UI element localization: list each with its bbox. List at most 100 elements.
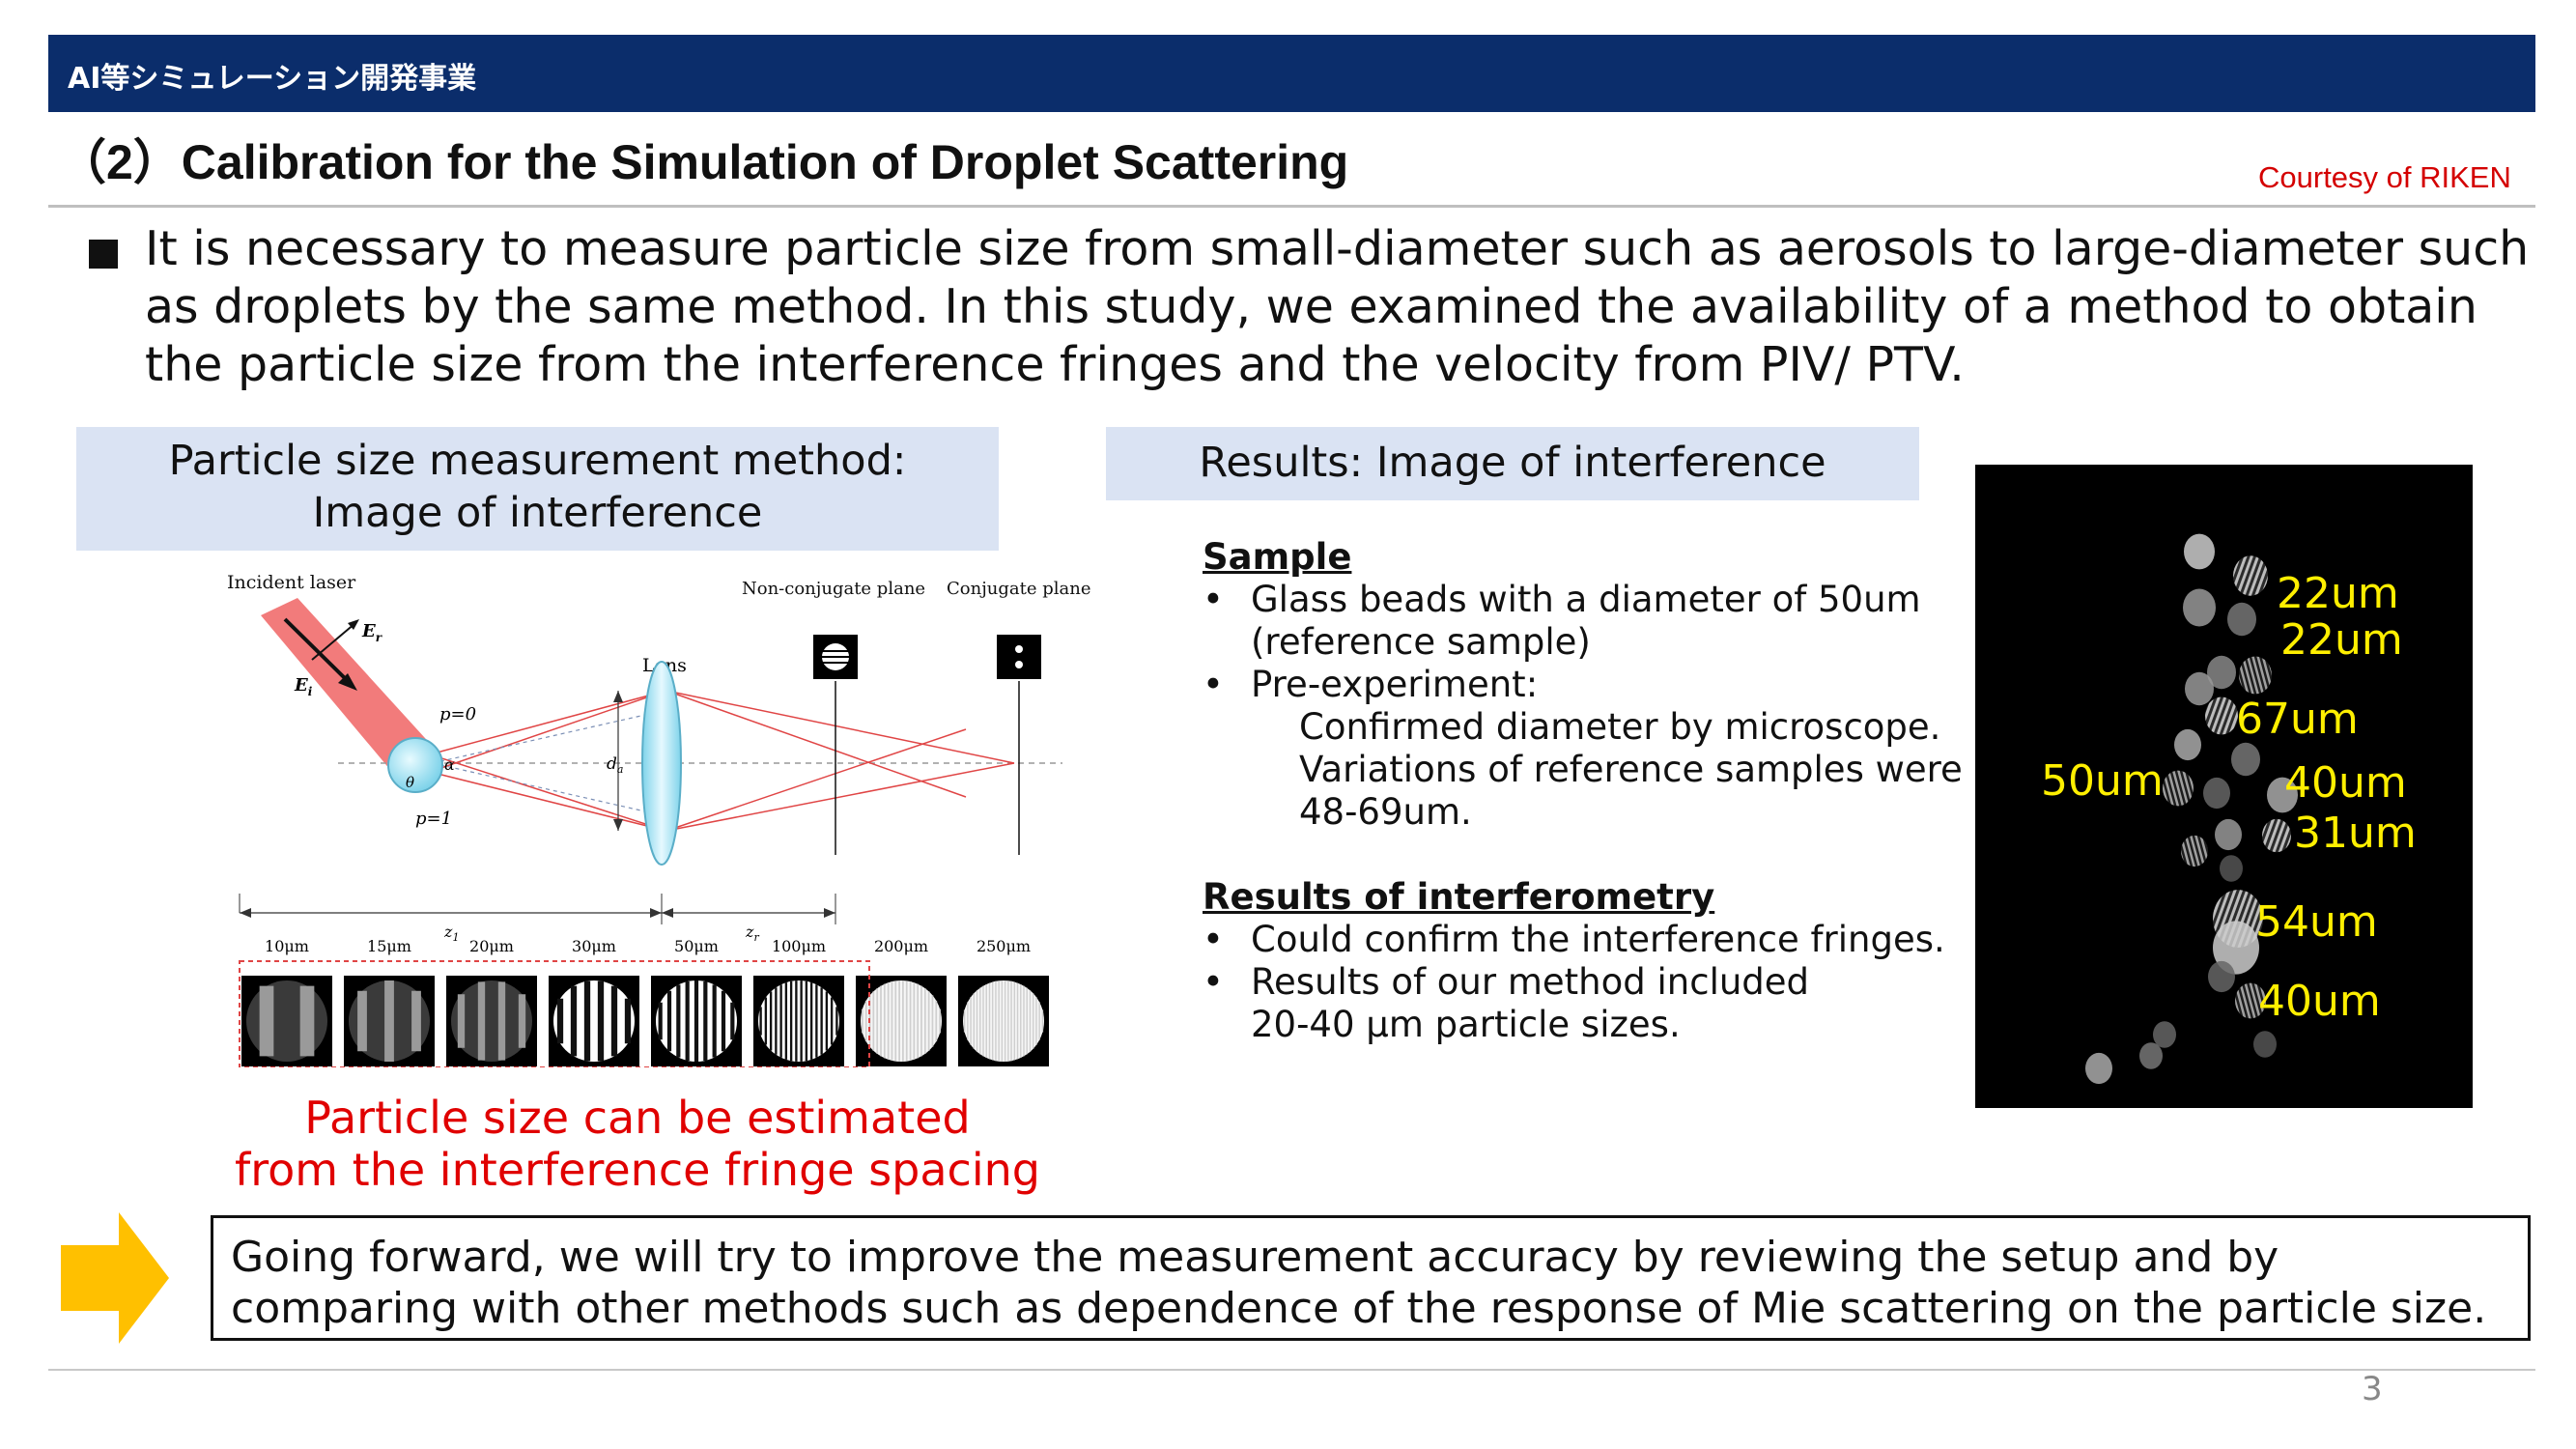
particle	[2208, 960, 2235, 993]
particle	[2203, 777, 2230, 810]
fringe-size-label: 10μm	[265, 937, 309, 955]
particle	[2085, 1052, 2112, 1085]
highlight-box	[239, 960, 870, 1067]
note-line2: from the interference fringe spacing	[235, 1144, 1040, 1196]
conjugate-label: Conjugate plane	[947, 579, 1091, 599]
z1-label: z1	[443, 923, 459, 944]
fringe-size-label: 250μm	[977, 937, 1031, 955]
title-divider	[48, 205, 2535, 208]
particle-images	[2085, 533, 2298, 1085]
project-label: AI等シミュレーション開発事業	[68, 62, 477, 96]
particle	[2139, 1042, 2163, 1069]
theta-label: θ	[406, 774, 414, 791]
sample-item-2-title: Pre-experiment:	[1251, 664, 1539, 705]
particle	[2181, 835, 2208, 867]
bullet-square-icon	[89, 240, 118, 269]
fringe-disc	[451, 980, 532, 1062]
size-label: 40um	[2284, 758, 2407, 808]
e-i-label: Ei	[294, 675, 313, 698]
alpha-label: α	[444, 755, 455, 774]
particle	[2262, 818, 2291, 853]
fringe-spacing-note: Particle size can be estimated from the …	[198, 1092, 1077, 1196]
particle	[2184, 533, 2215, 570]
non-conjugate-label: Non-conjugate plane	[742, 579, 925, 599]
droplet	[387, 737, 443, 793]
method-header: Particle size measurement method: Image …	[76, 427, 999, 551]
particle	[2215, 818, 2242, 851]
fringe-size-label: 200μm	[874, 937, 928, 955]
conclusion-box: Going forward, we will try to improve th…	[211, 1215, 2531, 1341]
fringe-stripes	[556, 980, 632, 1062]
size-label: 40um	[2258, 977, 2381, 1026]
method-header-line1: Particle size measurement method:	[168, 437, 907, 485]
fringe-stripes	[457, 981, 526, 1061]
p1-label: p=1	[415, 809, 452, 829]
interf-item-2: Results of our method included 20-40 μm …	[1203, 961, 2014, 1046]
note-line1: Particle size can be estimated	[304, 1092, 971, 1144]
sample-item-1: Glass beads with a diameter of 50um (ref…	[1203, 579, 2014, 664]
lens	[641, 661, 682, 866]
fringe-stripes	[357, 980, 421, 1062]
size-label: 67um	[2236, 695, 2359, 744]
particle	[2205, 696, 2238, 735]
p0-label: p=0	[439, 704, 476, 724]
fringe-size-label: 50μm	[674, 937, 719, 955]
particle	[2163, 770, 2194, 807]
fringe-disc	[758, 980, 839, 1062]
particle	[2267, 777, 2298, 813]
particle	[2253, 1031, 2277, 1058]
fringe-stripes	[862, 980, 941, 1062]
interferometry-heading: Results of interferometry	[1203, 876, 1715, 918]
particle	[2235, 982, 2266, 1019]
sample-item-1-line1: Glass beads with a diameter of 50um	[1251, 579, 1921, 620]
da-label: da	[607, 754, 623, 776]
method-header-line2: Image of interference	[312, 489, 763, 537]
scattered-rays	[429, 690, 1015, 832]
sample-item-2-line2: Variations of reference samples were	[1299, 749, 1963, 790]
particle	[2227, 602, 2256, 637]
fringe-disc	[553, 980, 635, 1062]
fringe-stripes	[658, 980, 735, 1062]
results-text: Sample Glass beads with a diameter of 50…	[1203, 536, 2014, 1046]
page-title: （2）Calibration for the Simulation of Dro…	[58, 135, 1349, 189]
particle	[2231, 742, 2260, 777]
interf-item-2-line2: 20-40 μm particle sizes.	[1251, 1004, 1681, 1045]
header-bar: AI等シミュレーション開発事業	[48, 35, 2535, 112]
particle	[2233, 555, 2268, 596]
page-number: 3	[2362, 1370, 2383, 1408]
e-r-label: Er	[361, 621, 383, 644]
glare-points-icon	[997, 635, 1041, 679]
interf-item-2-line1: Results of our method included	[1251, 961, 1810, 1003]
particle	[2207, 655, 2236, 690]
particle	[2174, 728, 2201, 761]
optical-setup-diagram: Incident laser Non-conjugate plane Conju…	[227, 572, 1091, 1067]
particle	[2239, 656, 2272, 695]
sample-heading: Sample	[1203, 536, 1352, 578]
size-label: 22um	[2277, 569, 2399, 618]
fringe-disc	[246, 980, 327, 1062]
sample-item-2-line1: Confirmed diameter by microscope.	[1299, 706, 1941, 748]
beam-axis-arrow	[283, 617, 350, 683]
fringe-size-label: 30μm	[572, 937, 616, 955]
fringe-size-label: 15μm	[367, 937, 411, 955]
sample-item-2-line3: 48-69um.	[1299, 791, 1472, 833]
sample-item-1-line2: (reference sample)	[1251, 621, 1591, 663]
size-label: 50um	[2041, 756, 2164, 806]
fringe-stripes	[759, 980, 838, 1062]
arrow-right-icon	[61, 1212, 169, 1344]
courtesy-label: Courtesy of RIKEN	[2258, 160, 2511, 194]
fringe-stripes	[259, 985, 315, 1057]
particle	[2213, 921, 2259, 975]
fringe-size-label: 100μm	[772, 937, 826, 955]
interf-item-1: Could confirm the interference fringes.	[1203, 919, 2014, 961]
sample-item-2: Pre-experiment:	[1203, 664, 2014, 706]
particle	[2220, 855, 2243, 882]
particle	[2153, 1021, 2176, 1048]
size-label: 31um	[2294, 809, 2417, 858]
particle	[2183, 588, 2216, 627]
incident-laser-label: Incident laser	[227, 572, 356, 593]
incident-beam	[261, 598, 435, 782]
particle	[2185, 671, 2214, 706]
interference-image: 22um 22um 67um 50um 40um 31um 54um 40um	[1975, 465, 2473, 1108]
